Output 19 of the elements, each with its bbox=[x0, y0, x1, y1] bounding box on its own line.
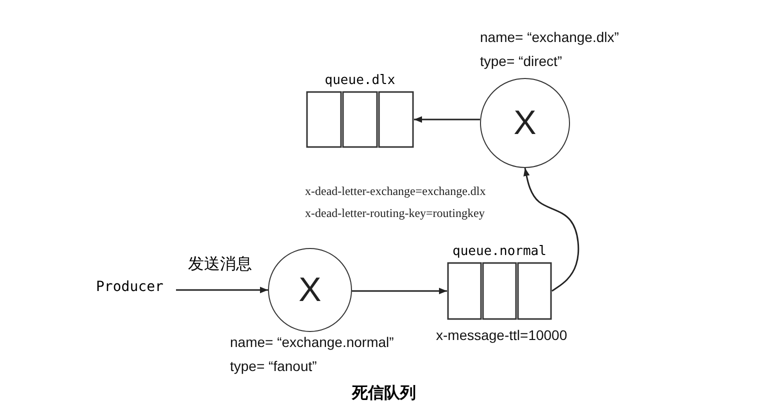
caption: 死信队列 bbox=[352, 383, 416, 404]
arrow bbox=[352, 288, 447, 294]
exchange-property: name= “exchange.dlx” bbox=[480, 29, 619, 45]
exchange-symbol: X bbox=[298, 270, 322, 310]
exchange-property: x-message-ttl=10000 bbox=[436, 327, 568, 343]
arrow bbox=[176, 286, 268, 294]
producer-label: Producer bbox=[96, 279, 164, 295]
arrow bbox=[414, 116, 480, 123]
exchange-property: type= “fanout” bbox=[230, 358, 317, 374]
exchange-property: name= “exchange.normal” bbox=[230, 334, 394, 350]
exchange-circle bbox=[268, 248, 352, 332]
exchange-symbol: X bbox=[514, 104, 536, 142]
queue-argument: x-dead-letter-routing-key=routingkey bbox=[305, 206, 485, 221]
arrow bbox=[523, 168, 580, 292]
exchange-property: type= “direct” bbox=[480, 53, 562, 69]
queue-argument: x-dead-letter-exchange=exchange.dlx bbox=[305, 184, 486, 199]
exchange-circle bbox=[480, 78, 570, 168]
queue-name: queue.normal bbox=[452, 244, 548, 259]
queue-name: queue.dlx bbox=[324, 73, 396, 88]
